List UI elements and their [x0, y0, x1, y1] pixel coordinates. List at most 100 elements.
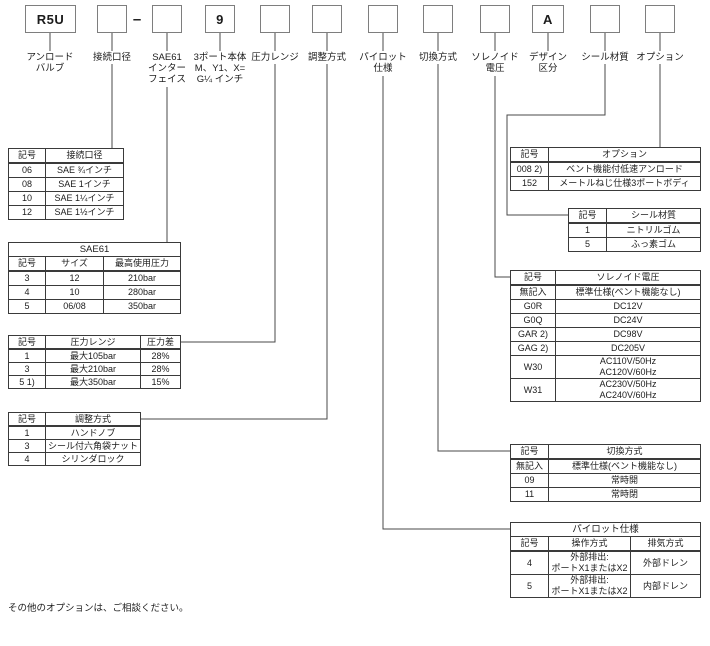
code-box-seal — [590, 5, 620, 33]
code-box-solenoid — [480, 5, 510, 33]
column-header: 調整方式 — [45, 412, 141, 427]
table-cell: DC24V — [555, 313, 701, 328]
table-cell: W31 — [510, 378, 556, 402]
table-cell: GAR 2) — [510, 327, 556, 342]
table-cell: シリンダロック — [45, 452, 141, 466]
table-cell: SAE 1インチ — [45, 177, 124, 192]
code-box-sae61 — [152, 5, 182, 33]
table-cell: 常時閉 — [548, 487, 701, 502]
table-cell: 1 — [8, 425, 46, 440]
table-cell: 09 — [510, 473, 549, 488]
table-cell: 外部排出: ポートX1またはX2 — [548, 550, 631, 575]
table-cell: ベント機能付低速アンロード — [548, 161, 701, 177]
table-cell: 008 2) — [510, 161, 549, 177]
table-cell: 内部ドレン — [629, 574, 702, 598]
table-cell: シール付六角袋ナット — [45, 439, 141, 453]
code-separator: – — [132, 10, 142, 28]
code-box-switching — [423, 5, 453, 33]
column-header: 記号 — [8, 335, 46, 350]
table-cell: 10 — [45, 285, 104, 300]
column-header: 記号 — [8, 148, 46, 164]
table-cell: 06 — [8, 162, 46, 178]
table-cell: 4 — [8, 452, 46, 466]
table-cell: 標準仕様(ベント機能なし) — [548, 458, 701, 474]
table-cell: 5 — [568, 237, 607, 252]
label-seal-material: シール材質 — [581, 52, 629, 63]
label-switching-type: 切換方式 — [418, 52, 458, 63]
table-cell: 常時開 — [548, 473, 701, 488]
table-cell: 標準仕様(ベント機能なし) — [555, 284, 701, 300]
label-3port-body: 3ポート本体 M、Y1、X= G¼ インチ — [193, 52, 247, 85]
table-cell: 最大210bar — [45, 362, 141, 376]
table-cell: DC205V — [555, 341, 701, 356]
table-cell: 10 — [8, 191, 46, 206]
column-header: 排気方式 — [629, 536, 702, 552]
label-port-size: 接続口径 — [92, 52, 132, 63]
code-box-pilot — [368, 5, 398, 33]
table-cell: DC98V — [555, 327, 701, 342]
table-cell: 280bar — [102, 285, 182, 300]
table-cell: W30 — [510, 355, 556, 379]
code-box-pressure-range — [260, 5, 290, 33]
column-header: 接続口径 — [45, 148, 124, 164]
table-cell: AC110V/50Hz AC120V/60Hz — [555, 355, 701, 379]
column-header: 最高使用圧力 — [102, 256, 182, 272]
table-cell: ニトリルゴム — [606, 222, 701, 238]
footer-note: その他のオプションは、ご相談ください。 — [8, 603, 189, 614]
column-header: サイズ — [45, 256, 104, 272]
label-unload-valve: アンロード バルブ — [26, 52, 74, 74]
code-box-design: A — [532, 5, 564, 33]
column-header: 記号 — [510, 147, 549, 163]
table-cell: AC230V/50Hz AC240V/60Hz — [555, 378, 701, 402]
table-cell: 3 — [8, 270, 46, 286]
label-sae61-interface: SAE61 インター フェイス — [147, 52, 187, 85]
table-cell: 外部ドレン — [629, 550, 702, 575]
code-box-port-size — [97, 5, 127, 33]
table-cell: SAE ¾インチ — [45, 162, 124, 178]
table-cell: 最大105bar — [45, 348, 141, 363]
table-cell: 外部排出: ポートX1またはX2 — [548, 574, 631, 598]
table-cell: DC12V — [555, 299, 701, 314]
table-cell: 210bar — [102, 270, 182, 286]
table-cell: 5 1) — [8, 375, 46, 389]
column-header: シール材質 — [606, 208, 701, 224]
table-title: SAE61 — [7, 242, 182, 257]
table-cell: 12 — [45, 270, 104, 286]
table-cell: 08 — [8, 177, 46, 192]
label-design-series: デザイン 区分 — [528, 52, 568, 74]
label-option: オプション — [636, 52, 684, 63]
table-cell: 1 — [8, 348, 46, 363]
label-adjustment-type: 調整方式 — [307, 52, 347, 63]
table-cell: 28% — [140, 348, 181, 363]
table-cell: 4 — [8, 285, 46, 300]
table-cell: 350bar — [102, 299, 182, 314]
table-cell: GAG 2) — [510, 341, 556, 356]
table-cell: 152 — [510, 176, 549, 191]
column-header: 圧力レンジ — [45, 335, 141, 350]
column-header: 記号 — [568, 208, 607, 224]
column-header: 切換方式 — [548, 444, 701, 460]
column-header: 記号 — [510, 270, 556, 286]
table-cell: 06/08 — [45, 299, 104, 314]
column-header: 記号 — [510, 536, 549, 552]
code-box-adjustment — [312, 5, 342, 33]
label-pressure-range: 圧力レンジ — [251, 52, 299, 63]
code-box-option — [645, 5, 675, 33]
table-cell: 15% — [140, 375, 181, 389]
table-cell: SAE 1½インチ — [45, 205, 124, 220]
table-cell: 最大350bar — [45, 375, 141, 389]
table-cell: メートルねじ仕様3ポートボディ — [548, 176, 701, 191]
table-cell: ハンドノブ — [45, 425, 141, 440]
label-solenoid-voltage: ソレノイド 電圧 — [471, 52, 519, 74]
